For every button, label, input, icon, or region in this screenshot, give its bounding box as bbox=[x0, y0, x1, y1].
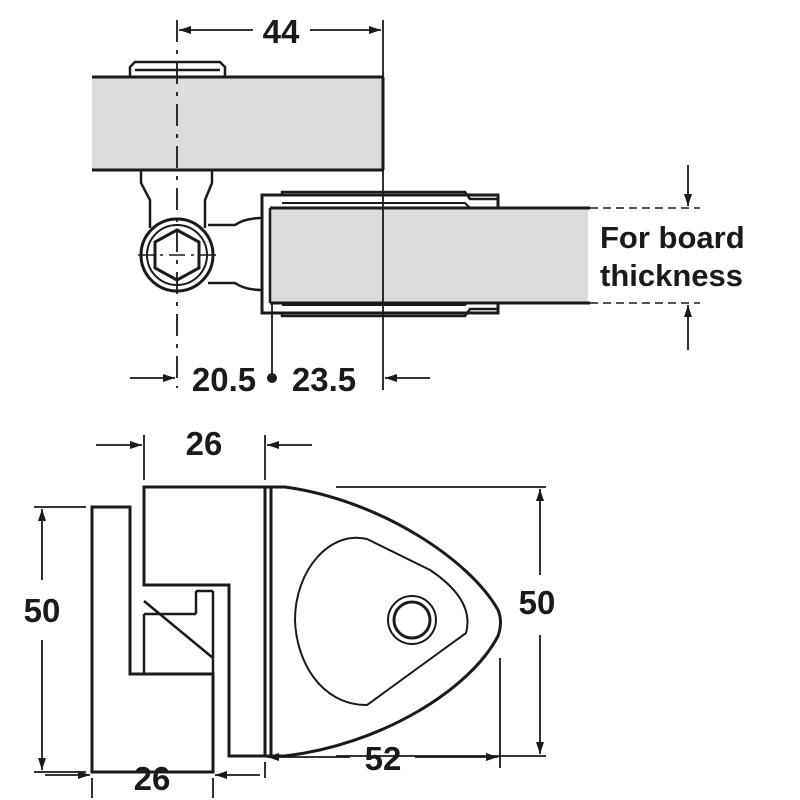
left-block bbox=[90, 505, 215, 774]
dim-right-50: 50 bbox=[519, 584, 556, 621]
middle-block bbox=[142, 485, 267, 758]
top-view: 44 20.5 23.5 For board thickness bbox=[92, 13, 745, 398]
stem bbox=[139, 170, 214, 228]
teardrop-body bbox=[265, 485, 502, 758]
arm bbox=[208, 216, 263, 292]
side-view: 26 50 26 50 52 bbox=[24, 425, 556, 798]
board-thickness-label-2: thickness bbox=[600, 258, 743, 293]
dim-52: 52 bbox=[365, 740, 402, 777]
dim-top-26: 26 bbox=[186, 425, 223, 462]
upper-board bbox=[92, 77, 382, 170]
teardrop-recess bbox=[293, 536, 469, 707]
screw-hole-icon bbox=[387, 595, 437, 645]
dim-23-5: 23.5 bbox=[292, 361, 356, 398]
dim-left-50: 50 bbox=[24, 592, 61, 629]
dim-20-5: 20.5 bbox=[192, 361, 256, 398]
reference-dot bbox=[267, 373, 277, 383]
dim-bottom-26: 26 bbox=[134, 760, 171, 797]
lower-board bbox=[270, 208, 588, 303]
dim-44: 44 bbox=[263, 13, 300, 50]
board-thickness-label-1: For board bbox=[600, 220, 745, 255]
